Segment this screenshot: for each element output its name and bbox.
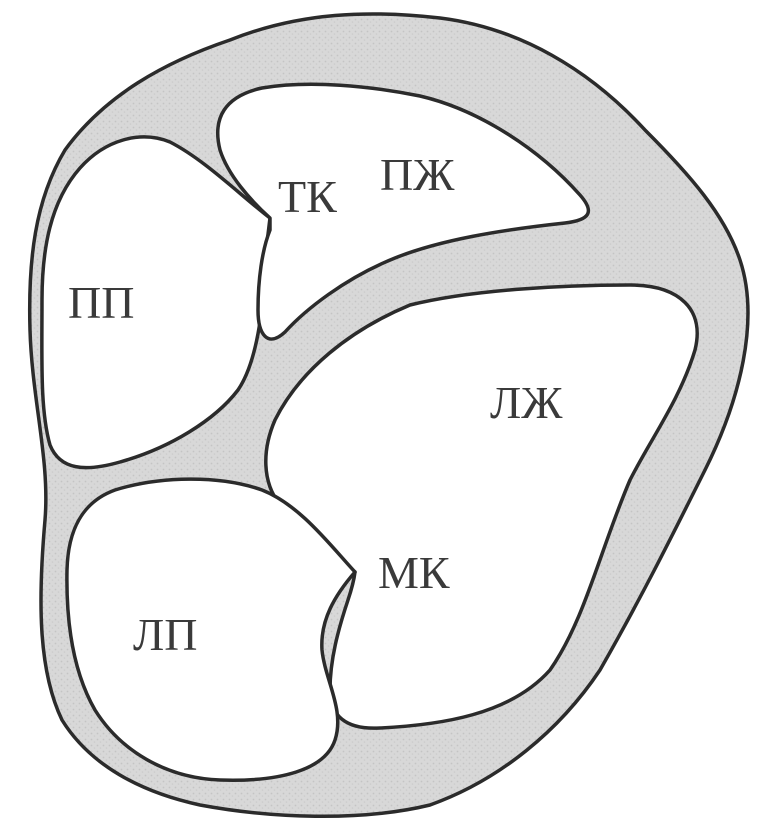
right-ventricle-label: ПЖ bbox=[380, 149, 455, 200]
left-atrium-label: ЛП bbox=[133, 609, 197, 660]
tricuspid-valve-label: ТК bbox=[278, 171, 337, 222]
left-ventricle-label: ЛЖ bbox=[490, 377, 563, 428]
mitral-valve-label: МК bbox=[378, 547, 450, 598]
right-atrium-label: ПП bbox=[68, 277, 134, 328]
